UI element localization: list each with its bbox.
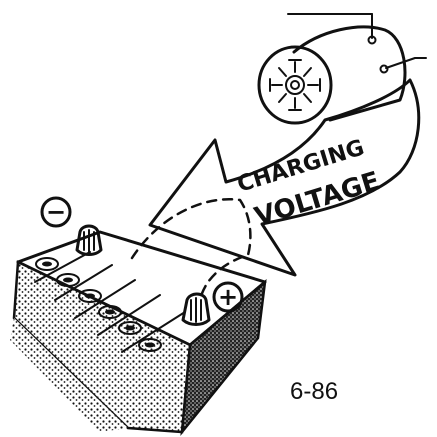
negative-symbol: − [40,196,72,228]
positive-terminal [181,292,211,326]
current-flow-path [130,198,252,302]
cell-cap [56,273,80,287]
cell-cap [98,305,122,319]
svg-text:+: + [218,283,238,311]
figure-number: 6-86 [290,378,338,405]
battery: − + [10,196,267,436]
cell-cap [78,289,102,303]
cell-caps [35,257,162,352]
generator [257,25,407,125]
charging-voltage-arrow: CHARGING VOLTAGE [148,78,421,277]
generator-end-cap [257,45,333,125]
cell-cap [138,338,162,352]
negative-terminal [75,224,103,256]
positive-symbol: + [212,281,244,313]
cell-cap [35,257,59,271]
svg-text:−: − [46,198,66,226]
generator-wires [287,13,427,74]
cell-cap [118,321,142,335]
battery-front-side [12,260,192,434]
generator-armature-icon [269,59,321,111]
